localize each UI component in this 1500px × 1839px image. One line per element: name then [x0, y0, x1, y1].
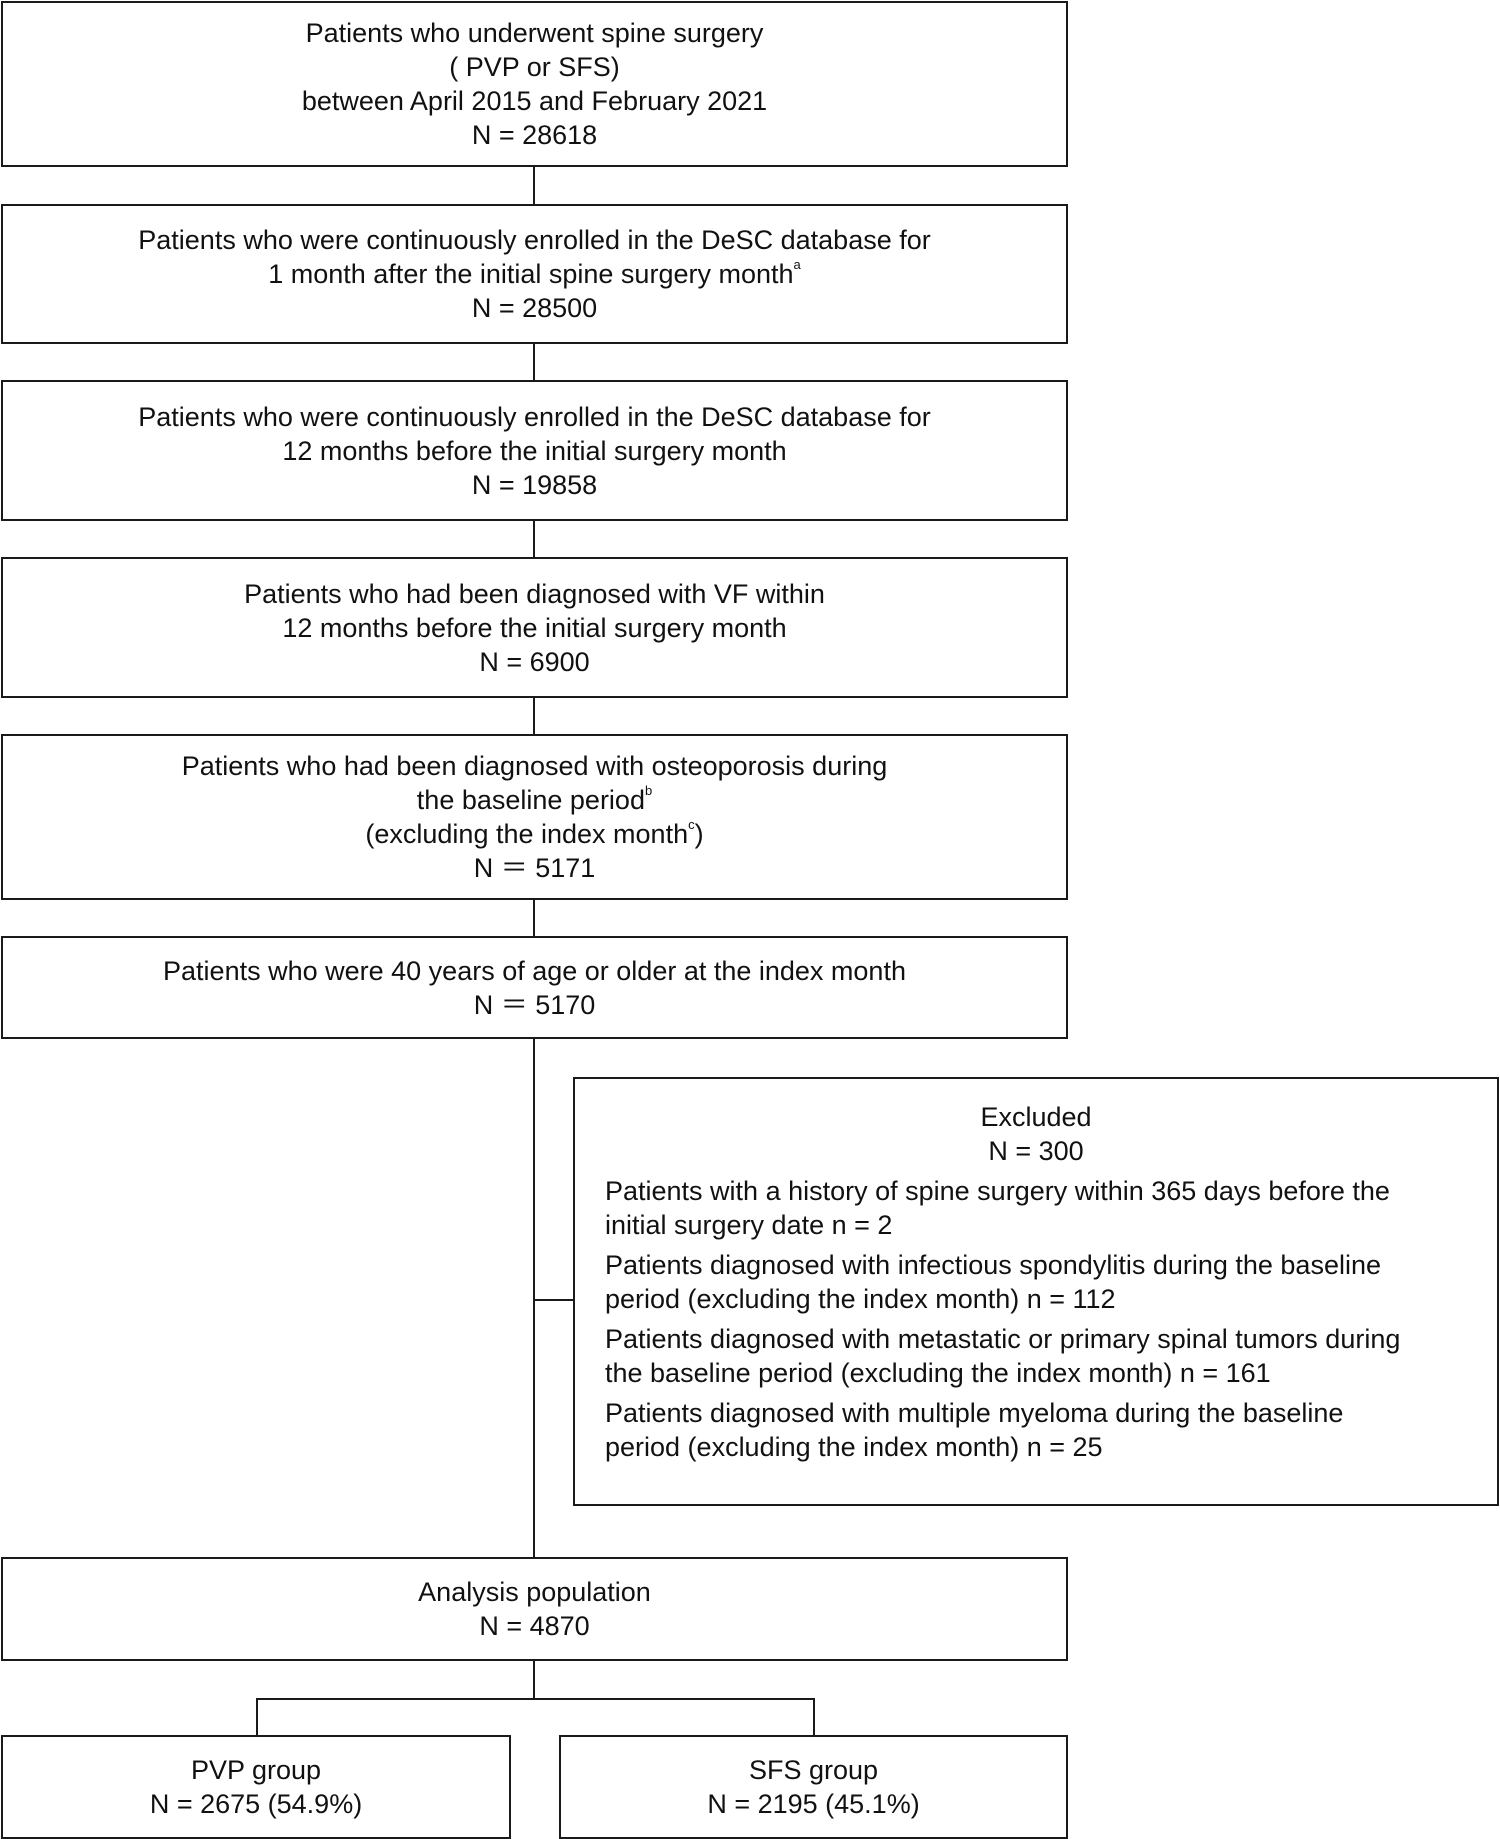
pvp-group-count: N = 2675 (54.9%) — [149, 1789, 363, 1819]
step-2-line-2: 1 month after the initial spine surgery … — [268, 259, 794, 289]
connector-split-horizontal — [256, 1698, 815, 1700]
step-1-line-2: ( PVP or SFS) — [449, 52, 620, 82]
step-4-count: N = 6900 — [479, 646, 590, 677]
excluded-box: Excluded N = 300 Patients with a history… — [573, 1077, 1499, 1506]
connector-4-5 — [533, 698, 535, 734]
step-box-osteoporosis: Patients who had been diagnosed with ost… — [1, 734, 1068, 900]
step-box-enrolled-before: Patients who were continuously enrolled … — [1, 380, 1068, 521]
step-6-line-1: Patients who were 40 years of age or old… — [163, 955, 906, 986]
step-5-line-3-start: (excluding the index month — [365, 819, 689, 849]
pvp-group-title: PVP group — [190, 1755, 322, 1785]
excluded-item: Patients with a history of spine surgery… — [605, 1174, 1497, 1242]
step-2-line-2-wrap: 1 month after the initial spine surgery … — [3, 257, 1066, 291]
connector-to-sfs — [813, 1698, 815, 1735]
excluded-item-2-line-1: Patients diagnosed with infectious spond… — [605, 1250, 1381, 1280]
connector-to-pvp — [256, 1698, 258, 1735]
step-box-vf-diagnosis: Patients who had been diagnosed with VF … — [1, 557, 1068, 698]
step-4-line-2: 12 months before the initial surgery mon… — [282, 612, 787, 643]
step-5-count: N ＝ 5171 — [473, 853, 596, 883]
step-2-line-1: Patients who were continuously enrolled … — [138, 225, 931, 255]
footnote-marker-a: a — [793, 257, 801, 272]
sfs-group-title: SFS group — [748, 1755, 879, 1785]
connector-6-analysis — [533, 1039, 535, 1557]
excluded-item: Patients diagnosed with infectious spond… — [605, 1248, 1497, 1316]
step-5-line-2: the baseline period — [416, 785, 645, 815]
excluded-item-2-line-2: period (excluding the index month) n = 1… — [605, 1284, 1116, 1314]
excluded-item-3-line-2: the baseline period (excluding the index… — [605, 1358, 1271, 1388]
excluded-item: Patients diagnosed with multiple myeloma… — [605, 1396, 1497, 1464]
step-5-line-3-end: ) — [694, 819, 704, 849]
connector-3-4 — [533, 521, 535, 557]
analysis-title: Analysis population — [418, 1577, 651, 1607]
excluded-item-4-line-2: period (excluding the index month) n = 2… — [605, 1432, 1103, 1462]
connector-1-2 — [533, 167, 535, 204]
excluded-count: N = 300 — [988, 1136, 1084, 1166]
analysis-count: N = 4870 — [479, 1611, 590, 1641]
step-6-count: N ＝ 5170 — [473, 989, 596, 1020]
step-5-line-3-wrap: (excluding the index monthc) — [3, 817, 1066, 851]
step-2-count: N = 28500 — [471, 293, 598, 323]
step-box-enrolled-after: Patients who were continuously enrolled … — [1, 204, 1068, 344]
step-3-line-1: Patients who were continuously enrolled … — [138, 401, 931, 432]
excluded-item-3-line-1: Patients diagnosed with metastatic or pr… — [605, 1324, 1401, 1354]
connector-excluded-branch — [533, 1299, 573, 1301]
sfs-group-box: SFS group N = 2195 (45.1%) — [559, 1735, 1068, 1839]
sfs-group-count: N = 2195 (45.1%) — [707, 1789, 920, 1819]
step-3-line-2: 12 months before the initial surgery mon… — [282, 435, 787, 466]
step-box-spine-surgery: Patients who underwent spine surgery ( P… — [1, 1, 1068, 167]
step-1-count: N = 28618 — [471, 120, 598, 150]
step-5-line-1: Patients who had been diagnosed with ost… — [181, 751, 888, 781]
step-box-age-40: Patients who were 40 years of age or old… — [1, 936, 1068, 1039]
step-4-line-1: Patients who had been diagnosed with VF … — [244, 578, 825, 609]
excluded-title: Excluded — [980, 1102, 1092, 1132]
step-5-line-2-wrap: the baseline periodb — [3, 783, 1066, 817]
excluded-item-4-line-1: Patients diagnosed with multiple myeloma… — [605, 1398, 1344, 1428]
excluded-item: Patients diagnosed with metastatic or pr… — [605, 1322, 1497, 1390]
excluded-item-1-line-1: Patients with a history of spine surgery… — [605, 1176, 1390, 1206]
excluded-item-1-line-2: initial surgery date n = 2 — [605, 1210, 893, 1240]
footnote-marker-c: c — [688, 817, 695, 832]
step-1-line-1: Patients who underwent spine surgery — [305, 18, 764, 48]
connector-2-3 — [533, 344, 535, 380]
step-1-line-3: between April 2015 and February 2021 — [301, 86, 768, 116]
connector-5-6 — [533, 900, 535, 936]
analysis-population-box: Analysis population N = 4870 — [1, 1557, 1068, 1661]
pvp-group-box: PVP group N = 2675 (54.9%) — [1, 1735, 511, 1839]
connector-analysis-split — [533, 1661, 535, 1699]
footnote-marker-b: b — [644, 783, 653, 798]
step-3-count: N = 19858 — [471, 469, 598, 500]
